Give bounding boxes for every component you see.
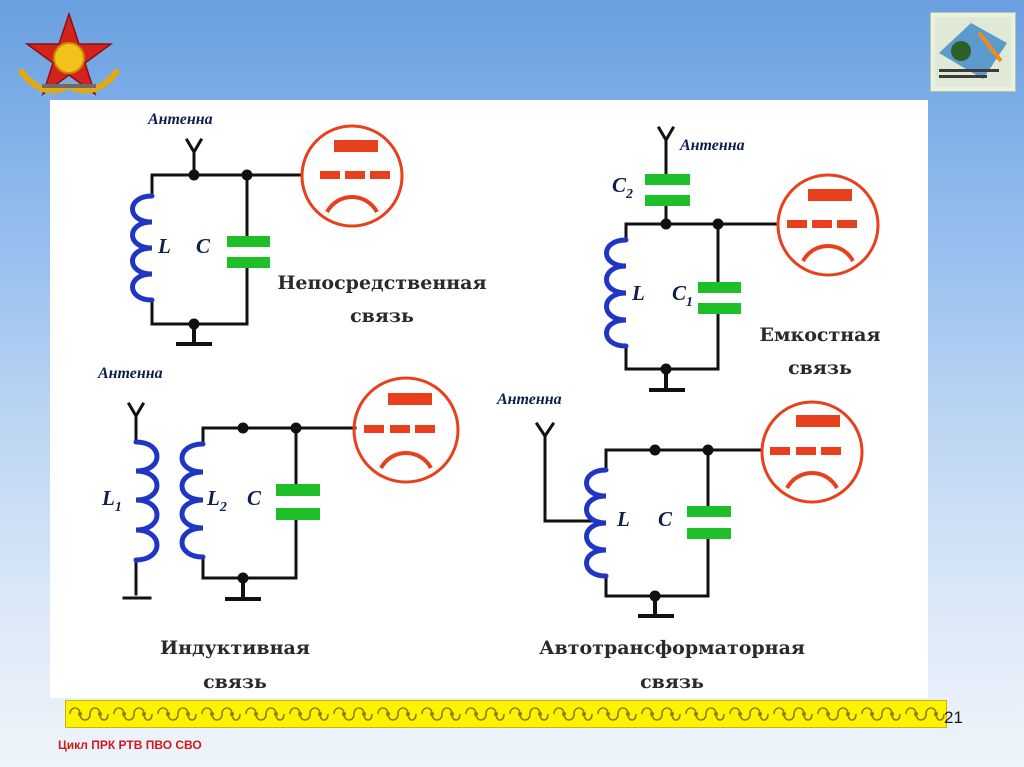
tube-auto-icon — [760, 400, 864, 504]
caption-auto-line2: связь — [640, 671, 704, 693]
capacitor-direct — [227, 236, 270, 247]
circuit-capacitive — [624, 125, 777, 392]
footer-text: Цикл ПРК РТВ ПВО СВО — [58, 738, 202, 752]
capacitor-label: C — [247, 486, 262, 510]
caption-capacitive-line2: связь — [788, 357, 852, 379]
inductor-auto — [584, 467, 609, 579]
diagram-panel — [50, 100, 928, 698]
capacitor-label: C — [196, 234, 211, 258]
antenna-label: Антенна — [679, 137, 745, 154]
inductor-label: L — [631, 281, 645, 305]
inductor-label: L — [616, 507, 630, 531]
capacitor-c2-label: C2 — [612, 173, 633, 202]
capacitor-auto — [687, 506, 731, 517]
capacitor-c1-label: C1 — [672, 281, 693, 310]
capacitor-label: C — [658, 507, 673, 531]
capacitor-inductive — [276, 484, 320, 496]
inductor-l1 — [133, 439, 160, 563]
institution-logo-icon — [930, 12, 1016, 92]
star-emblem-icon — [12, 8, 127, 108]
page-number: 21 — [944, 708, 963, 727]
antenna-label: Антенна — [496, 391, 562, 408]
tube-direct-icon — [300, 124, 404, 228]
circuit-direct — [150, 137, 303, 346]
caption-direct-line1: Непосредственная — [277, 272, 486, 294]
caption-auto-line1: Автотрансформаторная — [539, 637, 805, 659]
capacitor-c1 — [698, 282, 741, 293]
inductor-label: L — [157, 234, 171, 258]
caption-inductive-line2: связь — [203, 671, 267, 693]
tube-capacitive-icon — [776, 173, 880, 277]
antenna-label: Антенна — [147, 111, 213, 128]
caption-direct-line2: связь — [350, 305, 414, 327]
ornament-border — [65, 700, 947, 728]
caption-inductive-line1: Индуктивная — [160, 637, 310, 659]
inductor-l2 — [179, 441, 206, 560]
caption-capacitive-line1: Емкостная — [760, 324, 881, 346]
circuit-autotransformer — [534, 421, 764, 618]
inductor-direct — [130, 193, 155, 303]
antenna-label: Антенна — [97, 365, 163, 382]
circuit-inductive — [122, 401, 357, 601]
inductor-l2-label: L2 — [206, 486, 227, 515]
inductor-capacitive — [604, 237, 629, 349]
tube-inductive-icon — [352, 376, 460, 484]
inductor-l1-label: L1 — [101, 486, 122, 515]
capacitor-c2 — [645, 174, 690, 185]
